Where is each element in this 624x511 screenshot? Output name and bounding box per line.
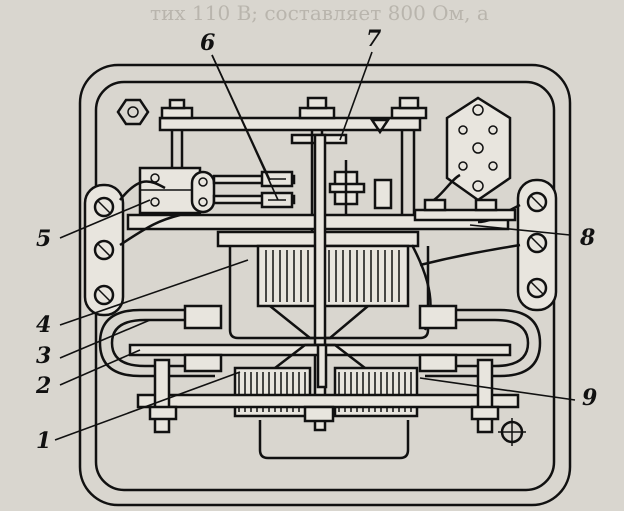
label-5: 5	[36, 226, 51, 252]
label-1: 1	[36, 428, 51, 454]
right-terminal-strip	[516, 178, 558, 312]
main-shaft	[269, 133, 369, 432]
contact-block	[138, 166, 296, 215]
right-bracket	[413, 198, 517, 222]
escapement	[328, 160, 393, 215]
label-7: 7	[366, 26, 382, 52]
label-8: 8	[579, 225, 595, 251]
brake-band	[98, 304, 542, 378]
labels: 6 7 5 8 4 3 2 1 9	[35, 26, 597, 454]
label-3: 3	[36, 343, 51, 369]
label-2: 2	[35, 373, 51, 399]
background-text: тих 110 В; составляет 800 Ом, а	[150, 1, 489, 25]
label-4: 4	[36, 312, 51, 338]
terminal-plate	[445, 96, 512, 202]
top-frame	[158, 96, 428, 145]
base-plate	[136, 358, 520, 460]
hex-nut	[116, 98, 150, 126]
leader-lines	[54, 51, 576, 441]
coil	[256, 244, 410, 308]
label-6: 6	[200, 30, 215, 56]
left-terminal-strip	[83, 183, 125, 317]
label-9: 9	[582, 385, 597, 411]
crosshair-mark	[498, 418, 526, 446]
